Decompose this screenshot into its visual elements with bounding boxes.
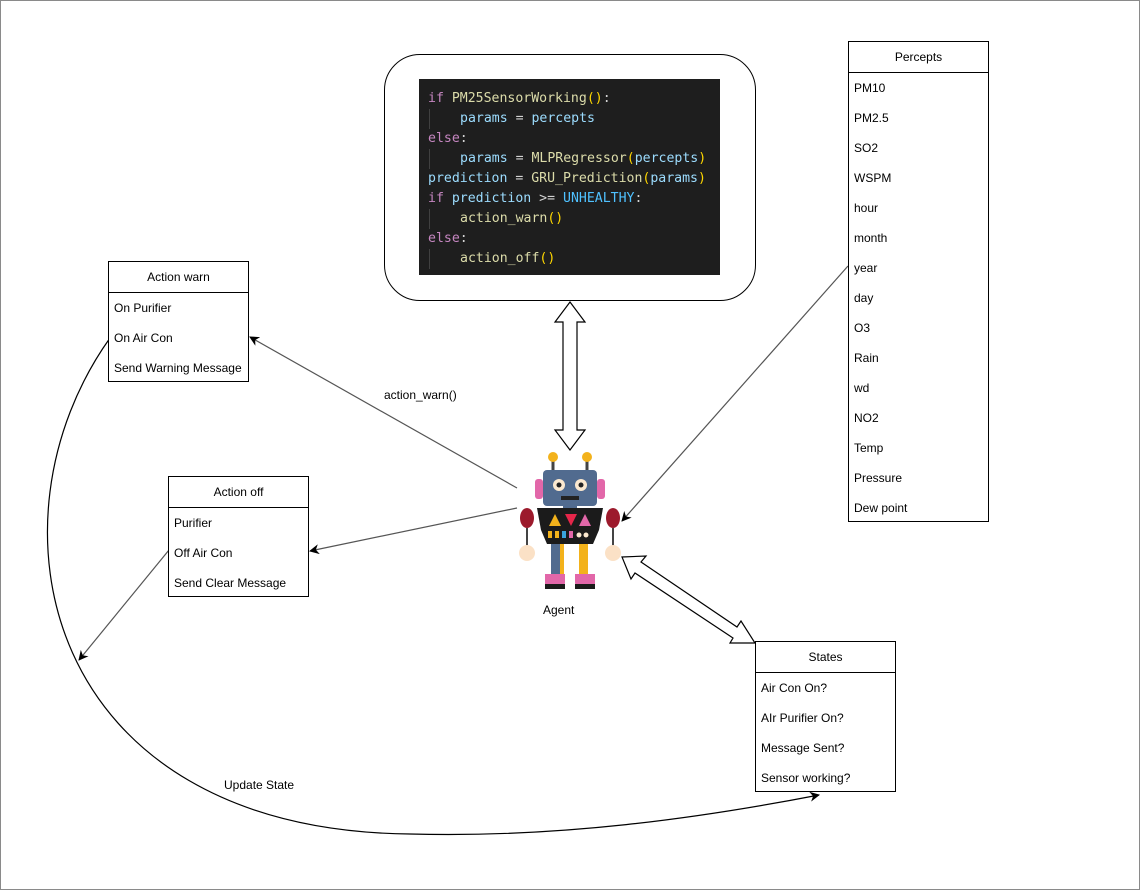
percept-item: O3 — [854, 321, 871, 335]
percept-item: Temp — [854, 441, 884, 455]
code-line: if PM25SensorWorking(): — [419, 89, 720, 109]
code-token: action_off — [460, 251, 540, 266]
edge-code-agent-bidirectional — [553, 301, 587, 451]
edge-agent-to-action-off — [309, 507, 518, 555]
update-state-edge-label: Update State — [224, 778, 295, 792]
state-item: Air Con On? — [761, 681, 828, 695]
code-line: action_off() — [419, 249, 720, 269]
edge-percepts-to-agent — [621, 265, 849, 522]
code-token: params — [650, 171, 698, 186]
code-token: percepts — [634, 151, 699, 166]
percept-item: PM10 — [854, 81, 886, 95]
code-token: = — [507, 171, 532, 186]
edge-action-off-out — [78, 549, 170, 661]
percept-item: Pressure — [854, 471, 903, 485]
agent-label: Agent — [543, 603, 575, 617]
code-line: if prediction >= UNHEALTHY: — [419, 189, 720, 209]
percept-item: hour — [854, 201, 879, 215]
states-title: States — [756, 642, 895, 673]
code-line: params = percepts — [419, 109, 720, 129]
action-warn-item: On Purifier — [114, 301, 172, 315]
code-token: prediction — [451, 191, 532, 206]
action-off-item: Purifier — [174, 516, 213, 530]
action-warn-item: On Air Con — [114, 331, 173, 345]
percept-item: SO2 — [854, 141, 879, 155]
code-line: prediction = GRU_Prediction(params) — [419, 169, 720, 189]
action-warn-box: Action warn On Purifier On Air Con Send … — [108, 261, 249, 382]
percept-item: Dew point — [854, 501, 908, 515]
code-token: () — [547, 211, 564, 226]
action-off-box: Action off Purifier Off Air Con Send Cle… — [168, 476, 309, 597]
code-token: UNHEALTHY — [563, 191, 635, 206]
code-token: () — [539, 251, 556, 266]
states-box: States Air Con On? AIr Purifier On? Mess… — [755, 641, 896, 792]
code-token: if — [428, 91, 452, 106]
code-token: ) — [698, 151, 707, 166]
code-token: ) — [697, 171, 706, 186]
percept-item: month — [854, 231, 888, 245]
action-warn-title: Action warn — [109, 262, 248, 293]
code-token: params — [460, 151, 508, 166]
code-token: percepts — [531, 111, 595, 126]
percept-item: year — [854, 261, 878, 275]
code-token: = — [507, 151, 532, 166]
code-token: () — [586, 91, 603, 106]
action-off-item: Send Clear Message — [174, 576, 287, 590]
robot-icon — [519, 452, 621, 589]
code-line: else: — [419, 129, 720, 149]
action-off-item: Off Air Con — [174, 546, 233, 560]
percept-item: day — [854, 291, 874, 305]
percept-item: NO2 — [854, 411, 879, 425]
action-warn-item: Send Warning Message — [114, 361, 242, 375]
code-token: prediction — [428, 171, 508, 186]
edge-update-state — [46, 337, 820, 836]
edge-agent-to-action-warn — [249, 336, 518, 489]
edge-agent-states-bidirectional — [621, 555, 757, 644]
state-item: AIr Purifier On? — [761, 711, 844, 725]
percepts-title: Percepts — [849, 42, 988, 73]
action-warn-edge-label: action_warn() — [384, 388, 457, 402]
state-item: Message Sent? — [761, 741, 845, 755]
percept-item: PM2.5 — [854, 111, 889, 125]
percept-item: wd — [854, 381, 870, 395]
code-token: : — [459, 231, 468, 246]
percept-item: WSPM — [854, 171, 892, 185]
code-snippet: if PM25SensorWorking():params = percepts… — [419, 79, 720, 275]
code-token: : — [459, 131, 468, 146]
code-token: : — [634, 191, 643, 206]
code-token: ( — [626, 151, 635, 166]
state-item: Sensor working? — [761, 771, 851, 785]
code-token: if — [428, 191, 452, 206]
code-token: ( — [642, 171, 651, 186]
percept-item: Rain — [854, 351, 879, 365]
code-token: action_warn — [460, 211, 548, 226]
code-token: PM25SensorWorking — [451, 91, 587, 106]
percepts-box: Percepts PM10 PM2.5 SO2 WSPM hour month … — [848, 41, 989, 522]
code-token: params — [460, 111, 508, 126]
code-token: : — [602, 91, 611, 106]
code-line: else: — [419, 229, 720, 249]
code-token: MLPRegressor — [531, 151, 627, 166]
code-token: = — [507, 111, 532, 126]
code-line: params = MLPRegressor(percepts) — [419, 149, 720, 169]
action-off-title: Action off — [169, 477, 308, 508]
code-token: GRU_Prediction — [531, 171, 643, 186]
code-line: action_warn() — [419, 209, 720, 229]
code-token: >= — [531, 191, 563, 206]
code-token: else — [428, 231, 460, 246]
code-token: else — [428, 131, 460, 146]
